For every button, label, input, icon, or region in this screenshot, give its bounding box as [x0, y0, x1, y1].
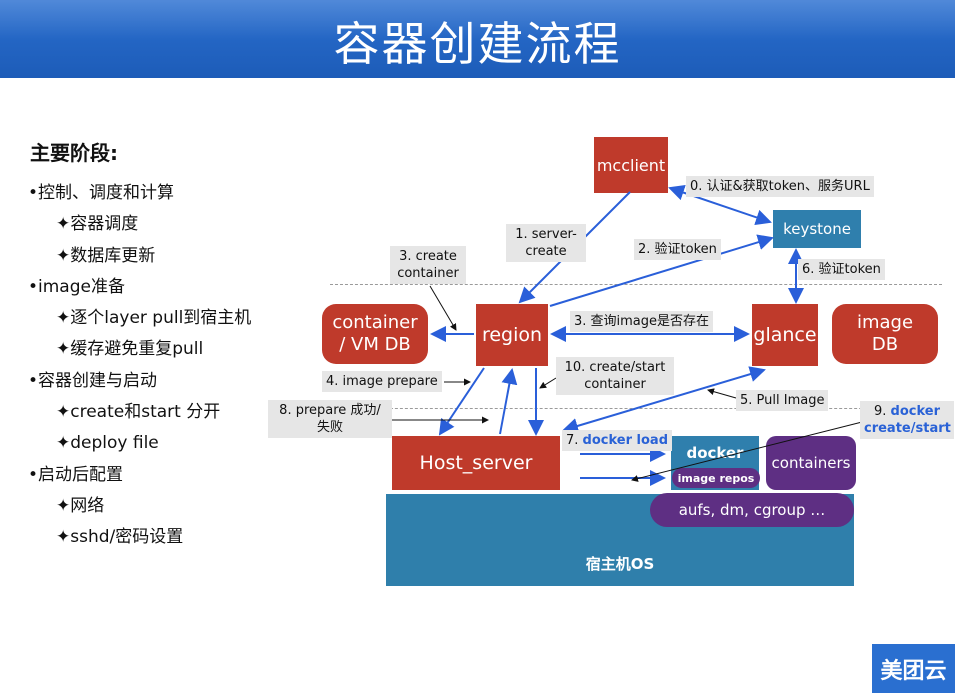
callout-10	[539, 377, 557, 389]
step-6-text: 6. 验证token	[802, 262, 881, 277]
aufs-pill: aufs, dm, cgroup …	[650, 493, 854, 527]
host-os-label: 宿主机OS	[585, 555, 655, 573]
stages-heading: 主要阶段:	[30, 141, 118, 165]
step-9-text-2: create/start	[864, 421, 951, 436]
step-6-note: 6. 验证token	[798, 259, 885, 280]
step-1-text-2: create	[525, 244, 567, 259]
logo-text: 美团云	[880, 658, 947, 684]
step-8-text-2: 失败	[316, 420, 343, 435]
page-title: 容器创建流程	[333, 17, 622, 71]
glance-label: glance	[753, 324, 817, 346]
step-9-prefix: 9.	[873, 404, 891, 419]
arrow-hostserver-glance	[562, 366, 766, 434]
step-3-query-note: 3. 查询image是否存在	[570, 311, 714, 332]
docker-label: docker	[686, 444, 744, 462]
stage-subitem: ✦网络	[56, 495, 105, 516]
stage-item: •控制、调度和计算	[28, 183, 175, 203]
mcclient-node: mcclient	[594, 137, 668, 193]
stage-subitem: ✦create和start 分开	[56, 402, 221, 423]
step-3-create-text-2: container	[397, 266, 459, 281]
host-server-node: Host_server	[392, 436, 560, 490]
container-db-label-1: container	[332, 312, 418, 333]
host-server-label: Host_server	[419, 452, 533, 474]
stage-subitem: ✦sshd/密码设置	[56, 527, 184, 548]
step-8-note: 8. prepare 成功/ 失败	[268, 400, 392, 438]
meituan-cloud-logo: 美团云	[872, 644, 955, 693]
step-2-note: 2. 验证token	[634, 239, 721, 260]
stage-subitem: ✦容器调度	[56, 214, 139, 235]
stage-item: •容器创建与启动	[28, 370, 158, 391]
image-repos-label: image repos	[677, 471, 755, 485]
image-db-label-1: image	[856, 312, 914, 333]
step-0-note: 0. 认证&获取token、服务URL	[686, 176, 874, 197]
region-node: region	[476, 304, 548, 366]
step-2-text: 2. 验证token	[638, 242, 717, 257]
keystone-node: keystone	[773, 210, 861, 248]
stage-subitem: ✦逐个layer pull到宿主机	[56, 308, 252, 329]
keystone-label: keystone	[783, 220, 851, 238]
step-5-note: 5. Pull Image	[736, 390, 829, 411]
step-7-text: docker load	[582, 433, 669, 448]
stage-subitem: ✦数据库更新	[56, 245, 156, 266]
layer-divider-top	[330, 284, 942, 285]
region-label: region	[481, 324, 543, 346]
image-repos-pill: image repos	[672, 468, 760, 488]
step-5-text: 5. Pull Image	[740, 393, 825, 408]
callout-5	[707, 388, 737, 399]
step-7-note: 7. docker load	[562, 430, 673, 451]
step-4-text: 4. image prepare	[326, 374, 438, 389]
glance-node: glance	[752, 304, 818, 366]
step-3-create-text-1: 3. create	[399, 249, 457, 264]
step-1-text-1: 1. server-	[515, 227, 577, 242]
aufs-label: aufs, dm, cgroup …	[678, 501, 826, 519]
step-10-text-1: 10. create/start	[564, 360, 666, 375]
title-bar-shine	[0, 0, 955, 40]
arrow-region-keystone	[549, 234, 774, 307]
containers-node: containers	[766, 436, 856, 490]
callout-9	[631, 419, 871, 482]
step-9-text-1: docker	[890, 404, 940, 419]
containers-label: containers	[771, 454, 851, 472]
arrow-region-hostserver	[438, 367, 485, 436]
image-db-node: image DB	[832, 304, 938, 364]
step-3-create-note: 3. create container	[390, 246, 466, 284]
step-1-note: 1. server- create	[506, 224, 586, 262]
step-10-note: 10. create/start container	[556, 357, 674, 395]
mcclient-label: mcclient	[596, 155, 666, 175]
stage-subitem: ✦deploy file	[56, 433, 159, 454]
step-8-text-1: 8. prepare 成功/	[279, 403, 381, 418]
step-3-query-text: 3. 查询image是否存在	[574, 314, 710, 329]
arrow-hostserver-region	[499, 368, 518, 435]
image-db-label-2: DB	[871, 334, 899, 355]
step-10-text-2: container	[584, 377, 646, 392]
container-vm-db-node: container / VM DB	[322, 304, 428, 364]
container-db-label-2: / VM DB	[339, 334, 411, 355]
step-7-prefix: 7.	[566, 433, 583, 448]
title-bar: 容器创建流程	[0, 0, 955, 78]
stage-item: •启动后配置	[28, 464, 124, 485]
callout-3-create	[429, 285, 457, 331]
step-4-note: 4. image prepare	[322, 371, 442, 392]
stages-outline: •控制、调度和计算 ✦容器调度 ✦数据库更新 •image准备 ✦逐个layer…	[28, 178, 251, 554]
step-9-note: 9. docker create/start	[860, 401, 954, 439]
stage-item: •image准备	[28, 276, 125, 297]
step-0-text: 0. 认证&获取token、服务URL	[690, 179, 870, 194]
stage-subitem: ✦缓存避免重复pull	[56, 339, 204, 360]
